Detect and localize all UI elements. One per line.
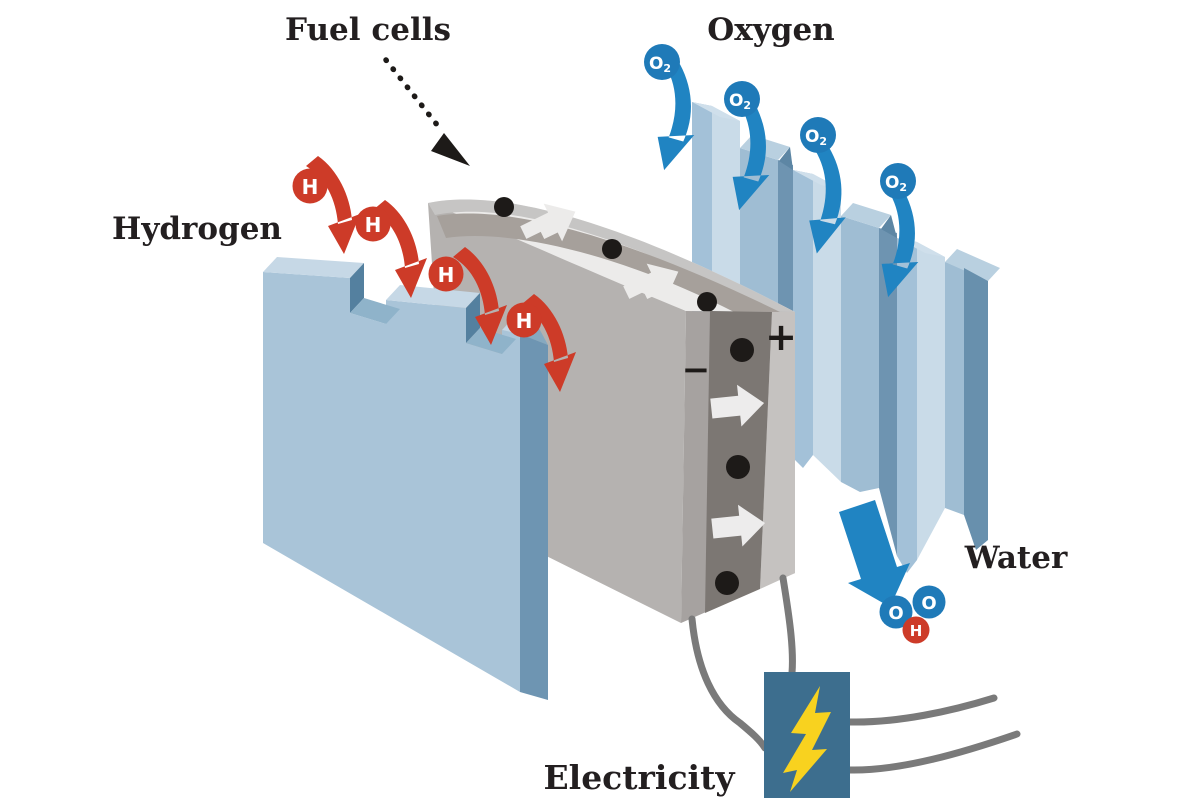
svg-text:H: H bbox=[910, 622, 923, 640]
hydrogen-plate-front-face bbox=[263, 272, 520, 692]
hydrogen-plate-notch-1-floor bbox=[350, 298, 400, 324]
water-molecule-h: H bbox=[902, 616, 930, 644]
svg-text:H: H bbox=[438, 263, 455, 287]
oxygen-flow-group: O2 O2 O2 O2 bbox=[644, 44, 928, 301]
wire-1 bbox=[688, 615, 769, 752]
electron-dot-top-3 bbox=[697, 292, 717, 312]
svg-text:H: H bbox=[302, 175, 319, 199]
hydrogen-plate-notch-1-wall bbox=[350, 263, 364, 313]
o2-molecule-2: O2 bbox=[724, 81, 760, 117]
oxygen-fin-2-side bbox=[813, 174, 841, 482]
label-hydrogen: Hydrogen bbox=[112, 211, 282, 247]
fuel-cells-pointer bbox=[383, 57, 470, 166]
h-molecule-3: H bbox=[428, 256, 464, 292]
water-molecule-o-2: O bbox=[912, 585, 946, 619]
svg-text:H: H bbox=[365, 213, 382, 237]
oxygen-fin-2-front bbox=[793, 170, 813, 468]
hydrogen-plate-notch-2-wall bbox=[466, 293, 480, 343]
electricity-box bbox=[764, 672, 850, 798]
water-group: O O H bbox=[839, 500, 946, 644]
wire-2 bbox=[779, 574, 796, 677]
oxygen-fin-3-wall bbox=[881, 215, 897, 238]
svg-text:O2: O2 bbox=[729, 91, 751, 112]
o2-molecule-3: O2 bbox=[800, 117, 836, 153]
oxygen-channel-3-top bbox=[945, 249, 1000, 281]
hydrogen-plate-right-face bbox=[520, 334, 548, 700]
svg-text:O2: O2 bbox=[649, 54, 671, 75]
svg-text:O: O bbox=[888, 603, 903, 624]
hydrogen-plate bbox=[263, 257, 548, 700]
electron-dot-end-1 bbox=[730, 338, 754, 362]
oxygen-channel-3 bbox=[945, 262, 964, 515]
lightning-bolt-icon bbox=[783, 686, 831, 792]
dotted-arrow-head bbox=[431, 133, 470, 166]
oxygen-channel-2-shadow bbox=[879, 228, 897, 556]
wire-3 bbox=[846, 694, 998, 726]
oxygen-channel-2-top bbox=[841, 203, 891, 228]
label-oxygen: Oxygen bbox=[707, 12, 834, 48]
o2-molecule-1: O2 bbox=[644, 44, 680, 80]
label-water: Water bbox=[964, 540, 1068, 576]
oxygen-channel-2 bbox=[841, 216, 879, 492]
electron-dot-top-2 bbox=[602, 239, 622, 259]
terminal-minus: − bbox=[682, 350, 711, 390]
oxygen-fin-3-front bbox=[897, 238, 917, 573]
h-molecule-4: H bbox=[506, 302, 542, 338]
oxygen-fin-1-top bbox=[692, 102, 740, 121]
label-fuel-cells: Fuel cells bbox=[285, 12, 451, 48]
electron-dot-end-2 bbox=[726, 455, 750, 479]
svg-text:H: H bbox=[516, 309, 533, 333]
o2-molecule-4: O2 bbox=[880, 163, 916, 199]
fuel-cell-top-dark-band bbox=[437, 213, 780, 313]
hydrogen-flow-group: H H H H bbox=[292, 156, 576, 392]
oxygen-fin-3-side bbox=[917, 242, 945, 560]
hydrogen-plate-tooth-1-top bbox=[263, 257, 364, 278]
terminal-plus: + bbox=[765, 315, 797, 359]
svg-text:O2: O2 bbox=[805, 127, 827, 148]
electron-dot-top-1 bbox=[494, 197, 514, 217]
water-arrow bbox=[839, 500, 910, 607]
oxygen-plate-right-face bbox=[964, 268, 988, 550]
svg-text:O: O bbox=[921, 593, 936, 614]
h-molecule-1: H bbox=[292, 168, 328, 204]
h-molecule-2: H bbox=[355, 206, 391, 242]
wire-4 bbox=[846, 730, 1021, 774]
water-molecule-o-1: O bbox=[879, 595, 913, 629]
cathode-end-strip bbox=[760, 312, 795, 589]
wires bbox=[688, 574, 1021, 774]
label-electricity: Electricity bbox=[544, 758, 736, 797]
svg-text:O2: O2 bbox=[885, 173, 907, 194]
oxygen-fin-2-wall bbox=[779, 147, 793, 170]
dotted-arrow-icon bbox=[383, 57, 441, 129]
electron-dot-end-3 bbox=[715, 571, 739, 595]
